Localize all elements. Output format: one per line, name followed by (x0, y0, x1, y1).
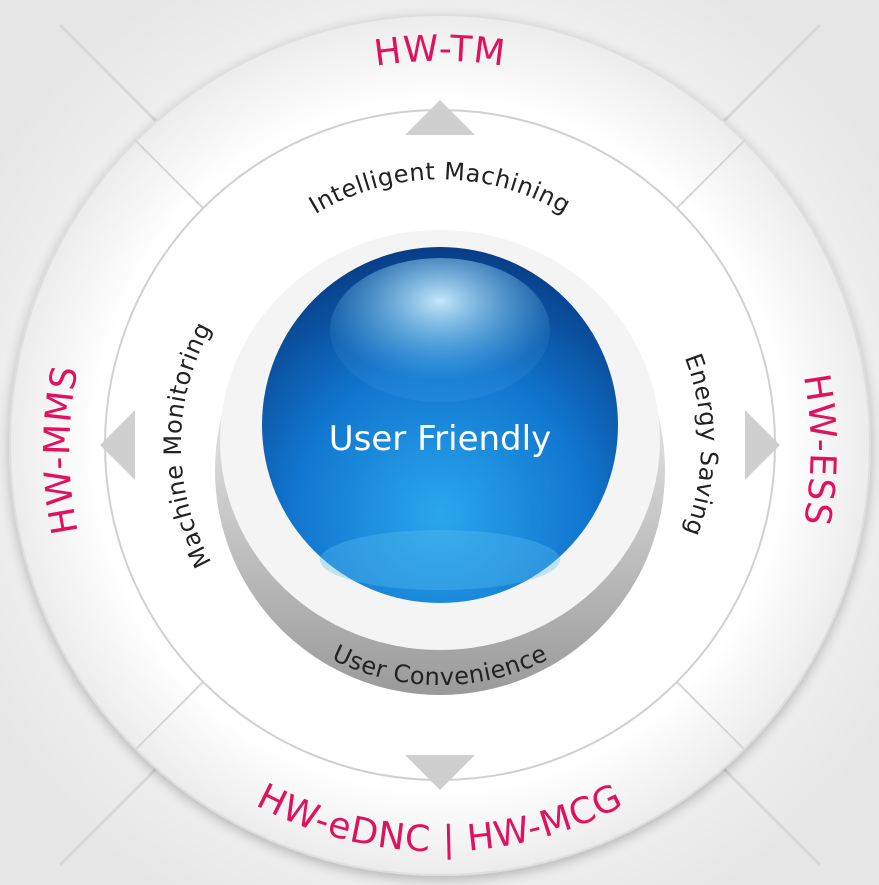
outer-label-top: HW-TM (372, 28, 508, 74)
arrow-down-icon (405, 755, 475, 790)
arrows (100, 100, 780, 790)
arrow-right-icon (745, 410, 780, 480)
sphere-bottom-glow (320, 530, 560, 590)
arrow-left-icon (100, 410, 135, 480)
outer-label-right: HW-ESS (795, 371, 843, 529)
center-label: User Friendly (329, 419, 551, 459)
sphere-highlight (330, 258, 550, 402)
arrow-up-icon (405, 100, 475, 135)
